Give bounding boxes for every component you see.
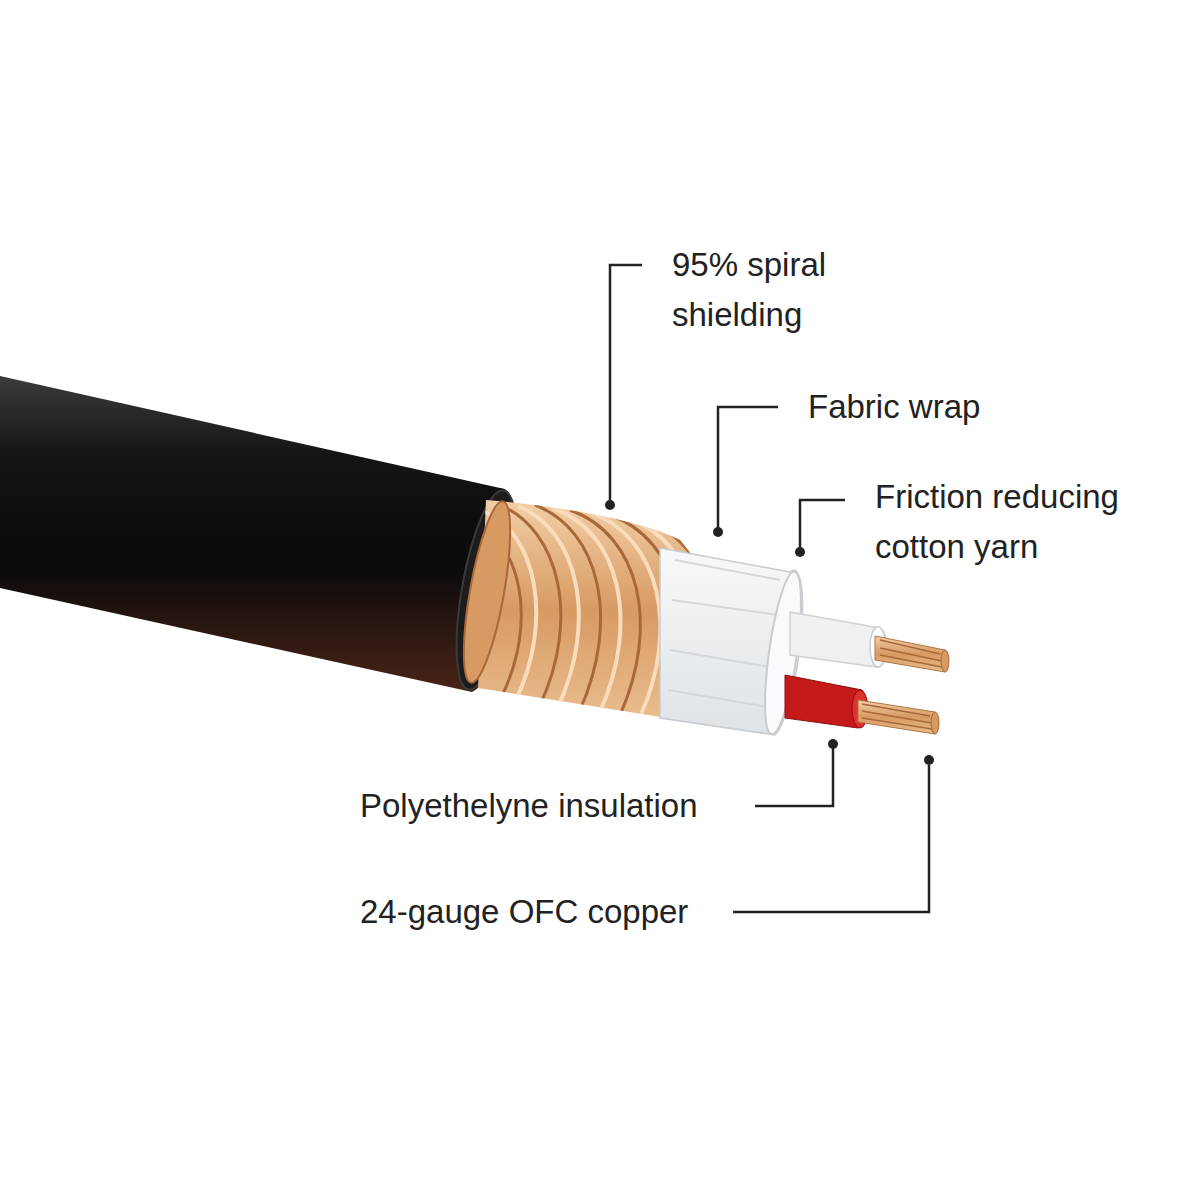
leader-line xyxy=(755,748,833,806)
cable-jacket xyxy=(0,376,519,692)
leader-dot xyxy=(828,739,838,749)
leader-dot xyxy=(713,527,723,537)
callout-label: Polyethelyne insulation xyxy=(360,781,698,831)
white-wire xyxy=(790,612,949,672)
leader-dot xyxy=(795,547,805,557)
leader-line xyxy=(800,500,845,548)
callout-label: Fabric wrap xyxy=(808,382,1168,432)
leader-line xyxy=(733,765,929,912)
red-wire xyxy=(785,675,939,734)
leader-dot xyxy=(924,755,934,765)
callout-label: Friction reducing cotton yarn xyxy=(875,472,1180,572)
callout-label: 95% spiral shielding xyxy=(672,240,892,340)
leader-line xyxy=(610,265,642,503)
leader-dot xyxy=(605,500,615,510)
leader-line xyxy=(718,407,778,528)
callout-label: 24-gauge OFC copper xyxy=(360,887,688,937)
